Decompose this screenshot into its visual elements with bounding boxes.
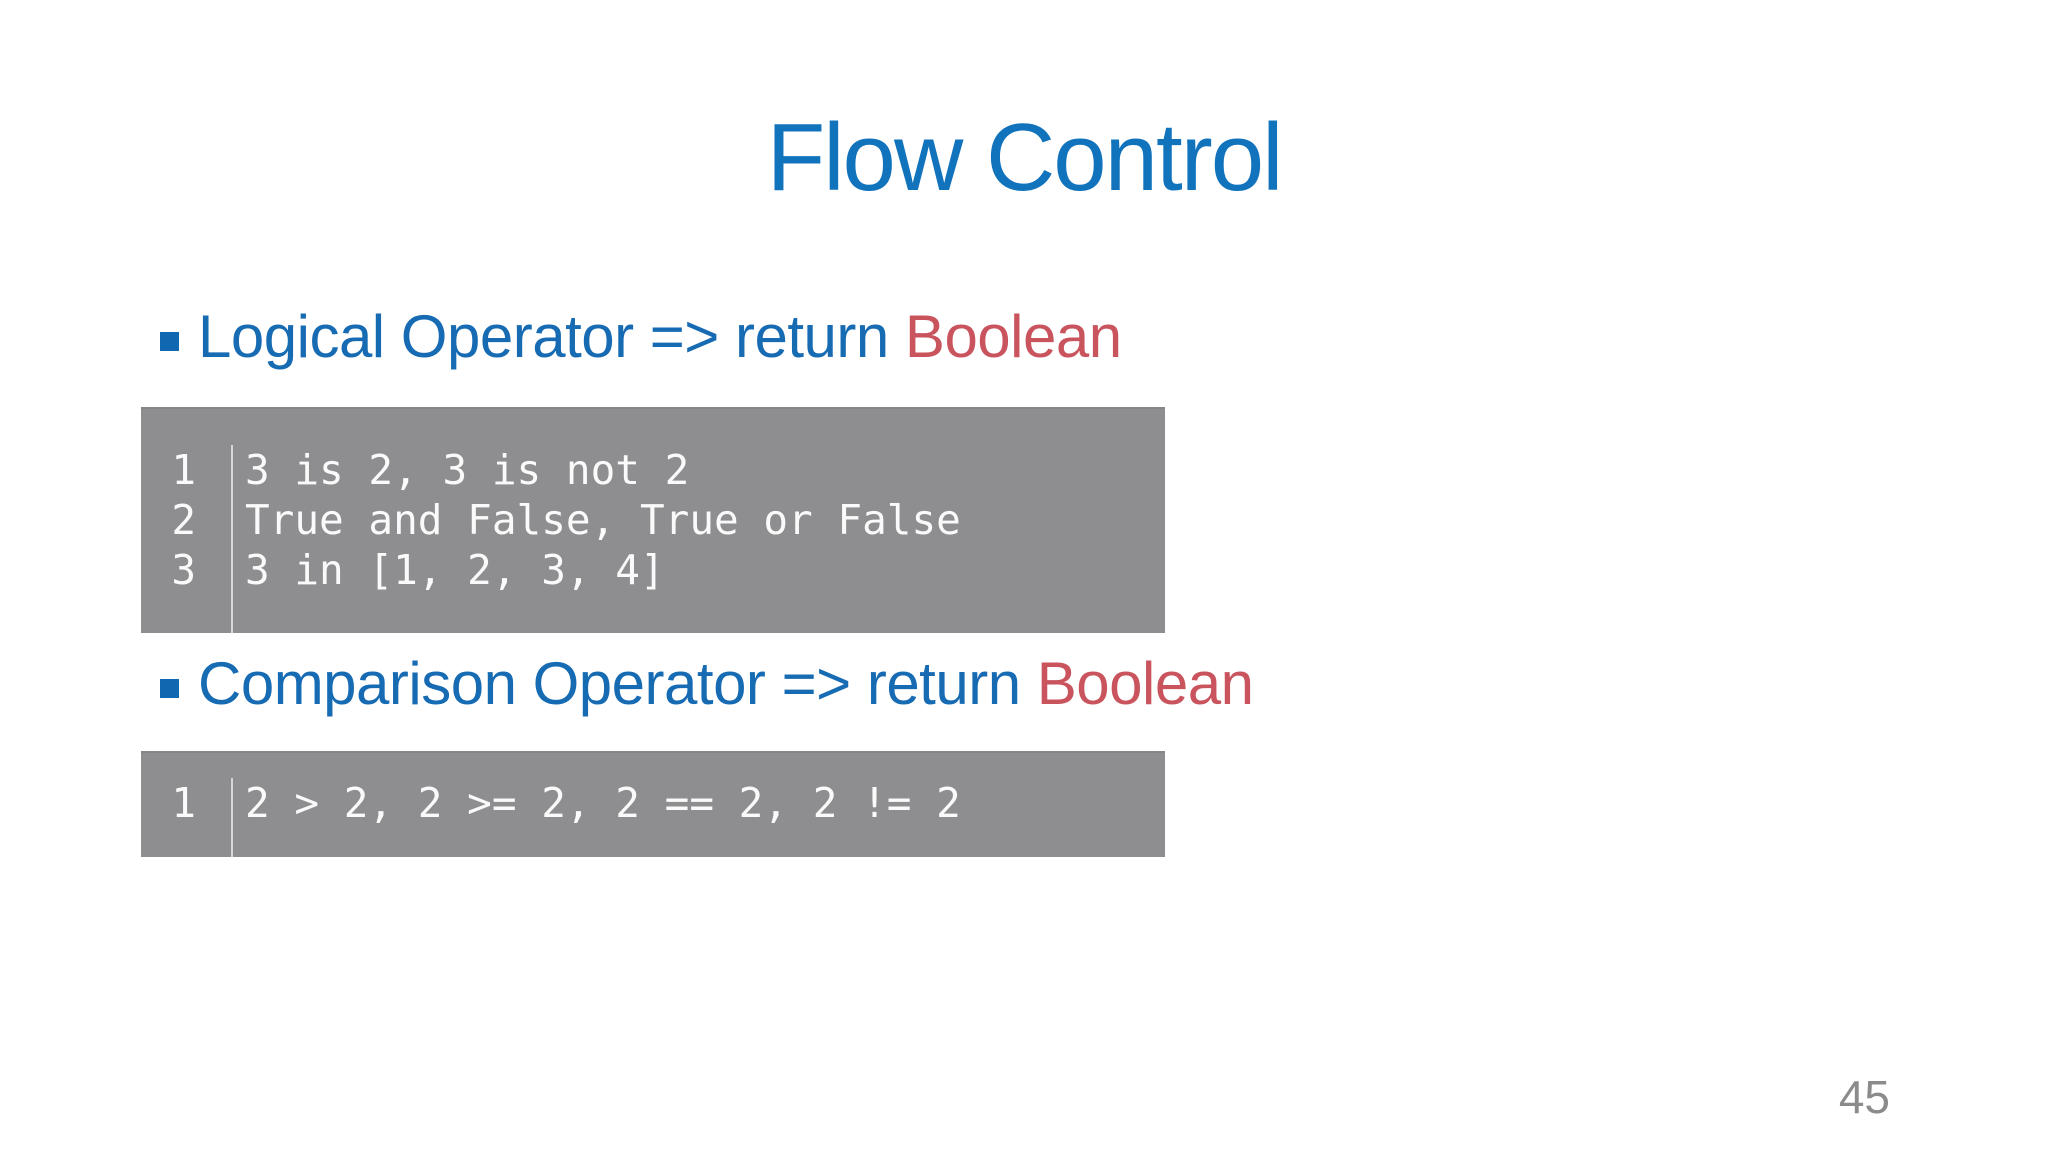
code-column: 2 > 2, 2 >= 2, 2 == 2, 2 != 2	[233, 778, 1165, 857]
line-number: 2	[171, 496, 196, 544]
bullet-text-highlight: Boolean	[904, 303, 1122, 370]
bullet-item-comparison-operator: Comparison Operator => return Boolean	[160, 650, 1254, 717]
code-column: 3 is 2, 3 is not 2 True and False, True …	[233, 445, 1165, 633]
page-number: 45	[1838, 1071, 1890, 1123]
bullet-text-prefix: Comparison Operator => return	[198, 650, 1037, 717]
bullet-text-highlight: Boolean	[1036, 650, 1254, 717]
slide-title: Flow Control	[766, 104, 1284, 211]
bullet-item-logical-operator: Logical Operator => return Boolean	[160, 304, 1122, 370]
code-line: 3 is 2, 3 is not 2	[245, 446, 690, 494]
code-line: 2 > 2, 2 >= 2, 2 == 2, 2 != 2	[245, 779, 961, 827]
line-number: 1	[171, 446, 196, 494]
bullet-text: Logical Operator => return Boolean	[198, 304, 1122, 370]
bullet-square-icon	[160, 679, 179, 698]
code-block-logical-operators: 1 2 3 3 is 2, 3 is not 2 True and False,…	[141, 407, 1165, 633]
bullet-square-icon	[160, 332, 179, 351]
code-block-comparison-operators: 1 2 > 2, 2 >= 2, 2 == 2, 2 != 2	[141, 751, 1165, 857]
bullet-text: Comparison Operator => return Boolean	[198, 650, 1254, 717]
bullet-text-prefix: Logical Operator => return	[198, 303, 905, 370]
code-line: 3 in [1, 2, 3, 4]	[245, 546, 665, 594]
line-number: 3	[171, 546, 196, 594]
line-number-gutter: 1	[141, 778, 233, 857]
code-line: True and False, True or False	[245, 496, 961, 544]
line-number: 1	[171, 779, 196, 827]
line-number-gutter: 1 2 3	[141, 445, 233, 633]
